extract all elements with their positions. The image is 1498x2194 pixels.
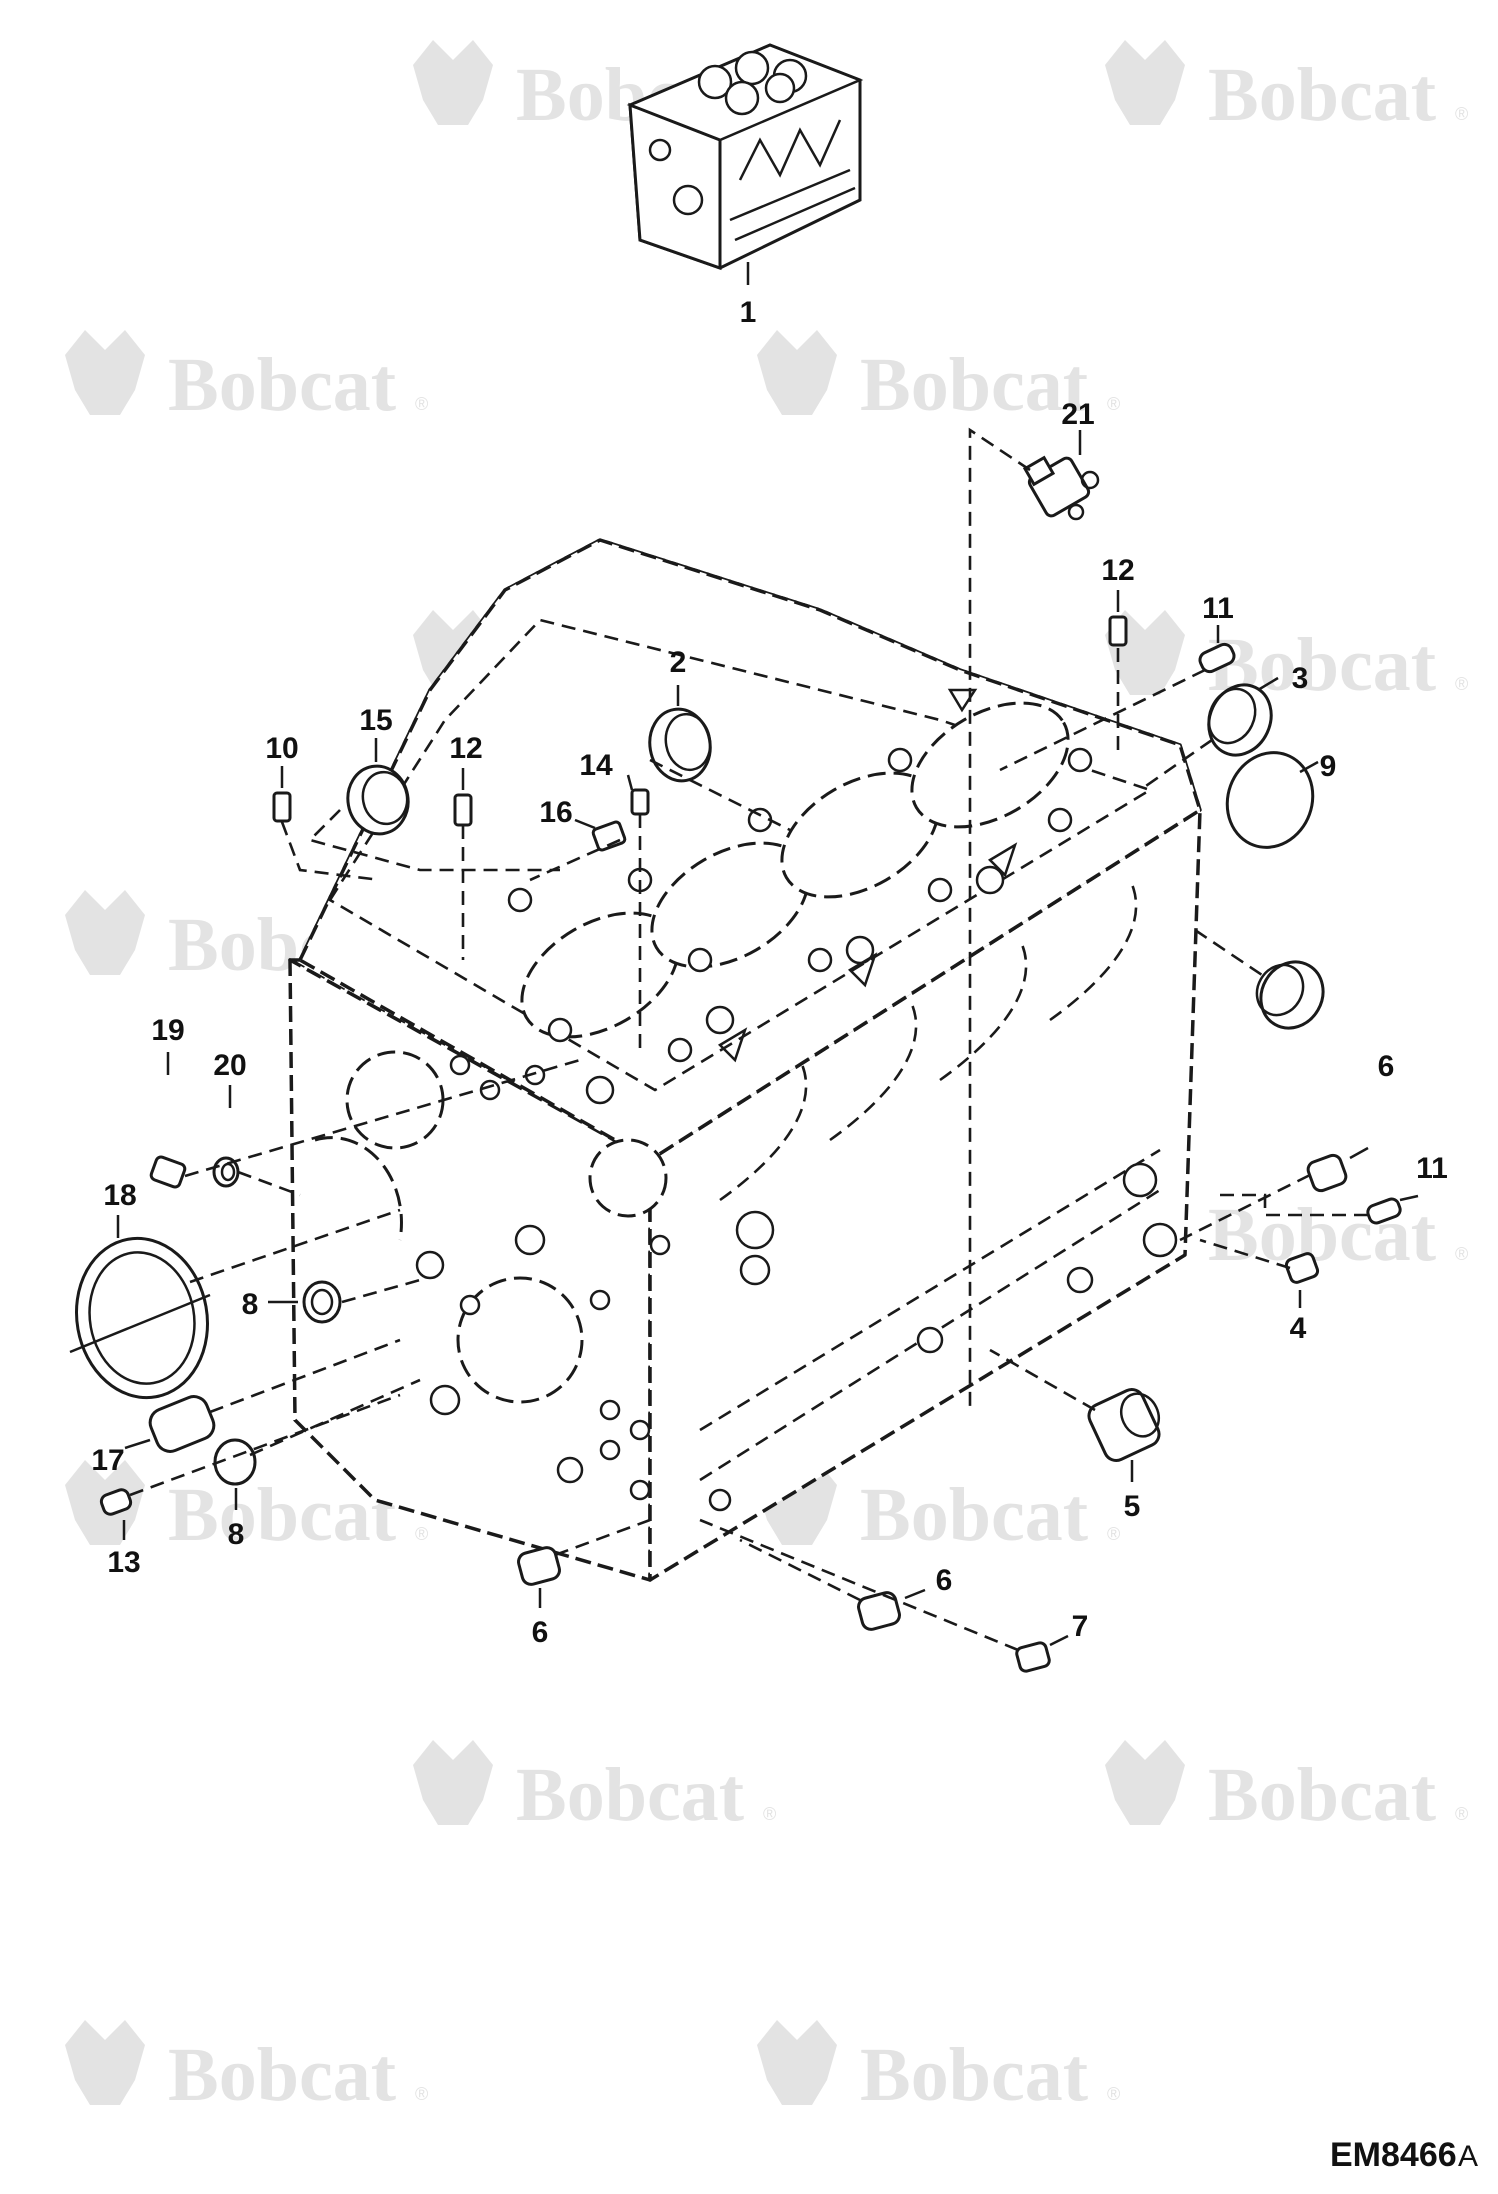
callout-labels: 1 21 12 11 3 9 2 15 10 12 14 16 19 20 6 … [91, 296, 1448, 1649]
drawing-code-suffix: A [1458, 2140, 1478, 2173]
callout-label-12-lower: 12 [449, 732, 482, 765]
callout-label-11-upper: 11 [1202, 592, 1234, 625]
bobcat-logo-icon [413, 1740, 493, 1825]
oil-seal-part-18 [69, 1215, 211, 1400]
plug-part-2 [648, 685, 712, 783]
sleeve-part-11-upper [1198, 625, 1236, 674]
bobcat-logo-icon [65, 890, 145, 975]
callout-label-17: 17 [91, 1444, 124, 1477]
watermark-text: Bobcat [1208, 1193, 1436, 1277]
callout-label-18: 18 [103, 1179, 136, 1212]
watermark-text: Bobcat [1208, 53, 1436, 137]
watermark-text: Bobcat [168, 343, 396, 427]
watermark-registered-mark: ® [1455, 674, 1468, 694]
callout-label-12-upper: 12 [1101, 554, 1134, 587]
bobcat-logo-icon [1105, 40, 1185, 125]
callout-label-13: 13 [107, 1546, 140, 1579]
callout-label-1: 1 [740, 296, 757, 329]
callout-label-4: 4 [1290, 1312, 1307, 1345]
watermark-registered-mark: ® [415, 1524, 428, 1544]
bobcat-logo-icon [65, 2020, 145, 2105]
seal-part-9 [1225, 751, 1319, 849]
washer-part-20 [212, 1085, 240, 1188]
watermark-registered-mark: ® [1107, 1524, 1120, 1544]
callout-label-20: 20 [213, 1049, 246, 1082]
sensor-part-21 [1022, 430, 1100, 521]
drawing-code: EM8466 A [1330, 2136, 1478, 2174]
watermark-registered-mark: ® [763, 1804, 776, 1824]
callout-label-8-upper: 8 [242, 1288, 259, 1321]
callout-label-15: 15 [359, 704, 392, 737]
bobcat-watermark: Bobcat ® [1105, 40, 1468, 137]
bolt-part-16 [574, 818, 627, 852]
watermark-text: Bobcat [860, 1473, 1088, 1557]
watermark-registered-mark: ® [1107, 394, 1120, 414]
watermark-text: Bobcat [1208, 1753, 1436, 1837]
bolt-part-19 [149, 1052, 187, 1189]
callout-label-7: 7 [1072, 1610, 1089, 1643]
callout-label-8-lower: 8 [228, 1518, 245, 1551]
bushing-right-side [1194, 928, 1325, 1030]
plug-part-6-right [1306, 1146, 1369, 1193]
bobcat-logo-icon [413, 40, 493, 125]
bobcat-logo-icon [65, 330, 145, 415]
watermark-text: Bobcat [168, 1473, 396, 1557]
watermark-text: Bobcat [516, 1753, 744, 1837]
plug-part-6-lower-left [517, 1546, 561, 1608]
callout-label-6-right: 6 [1378, 1050, 1395, 1083]
plug-part-3 [1207, 676, 1279, 757]
sleeve-part-11-lower [1366, 1194, 1419, 1225]
callout-label-5: 5 [1124, 1490, 1141, 1523]
callout-label-21: 21 [1061, 398, 1094, 431]
bolt-part-7 [1015, 1634, 1069, 1673]
callout-label-11-lower: 11 [1416, 1152, 1448, 1185]
plug-part-15 [346, 738, 410, 836]
pin-part-13 [99, 1488, 133, 1540]
sleeve-part-17 [124, 1395, 216, 1453]
watermark-registered-mark: ® [415, 394, 428, 414]
dowel-pin-part-12-lower [453, 768, 473, 827]
watermark-text: Bobcat [860, 343, 1088, 427]
watermark-text: Bobcat [860, 2033, 1088, 2117]
watermark-registered-mark: ® [415, 2084, 428, 2104]
callout-label-14: 14 [579, 749, 613, 782]
engine-assembly-part-1 [626, 43, 864, 285]
watermark-registered-mark: ® [1455, 1804, 1468, 1824]
drawing-code-number: EM8466 [1330, 2136, 1457, 2174]
callout-label-9: 9 [1320, 750, 1337, 783]
callout-label-19: 19 [151, 1014, 184, 1047]
dowel-pin-part-12-upper [1108, 590, 1128, 647]
watermark-registered-mark: ® [1107, 2084, 1120, 2104]
bobcat-watermark: Bobcat ® [757, 2020, 1120, 2117]
cylinder-block [288, 538, 1202, 1582]
callout-label-16: 16 [539, 796, 572, 829]
bobcat-logo-icon [757, 330, 837, 415]
watermark-registered-mark: ® [1455, 104, 1468, 124]
plug-part-6-lower-middle [857, 1588, 926, 1631]
plug-part-5 [1087, 1388, 1161, 1482]
bobcat-logo-icon [757, 2020, 837, 2105]
watermark-registered-mark: ® [1455, 1244, 1468, 1264]
callout-label-6-lower-middle: 6 [936, 1564, 953, 1597]
callout-label-3: 3 [1292, 662, 1309, 695]
pin-part-10 [272, 766, 292, 823]
callout-label-10: 10 [265, 732, 298, 765]
bobcat-watermark: Bobcat ® [1105, 1740, 1468, 1837]
bobcat-logo-icon [1105, 1740, 1185, 1825]
plug-part-4 [1284, 1252, 1320, 1308]
bushing-part-8-lower [213, 1438, 257, 1510]
bushing-part-8-upper [268, 1280, 342, 1324]
callout-label-2: 2 [670, 646, 687, 679]
bobcat-watermark: Bobcat ® [413, 1740, 776, 1837]
assembly-leader-lines [129, 427, 1368, 1652]
bobcat-watermark: Bobcat ® [757, 330, 1120, 427]
bobcat-watermark: Bobcat ® [65, 330, 428, 427]
callout-label-6-lower-left: 6 [532, 1616, 549, 1649]
bobcat-watermark: Bobcat ® [65, 2020, 428, 2117]
watermark-text: Bobcat [168, 2033, 396, 2117]
